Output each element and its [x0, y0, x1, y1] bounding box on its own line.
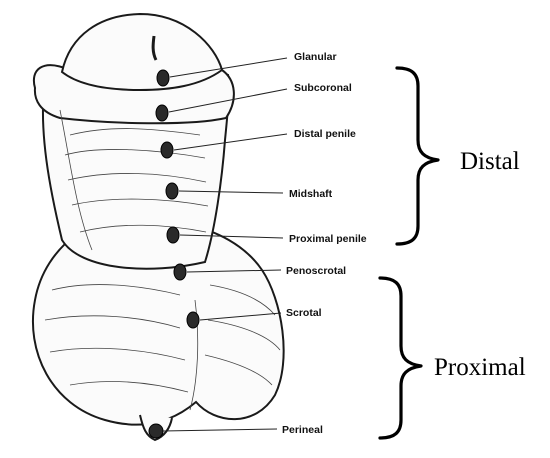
label-perineal: Perineal — [282, 424, 323, 436]
label-glanular: Glanular — [294, 51, 337, 63]
meatus-marker-subcoronal — [156, 105, 168, 121]
label-midshaft: Midshaft — [289, 188, 333, 200]
meatus-marker-proximal-penile — [167, 227, 179, 243]
label-proximal-penile: Proximal penile — [289, 233, 367, 245]
proximal-group-label: Proximal — [434, 354, 526, 381]
glans-outline — [62, 14, 222, 90]
meatus-marker-scrotal — [187, 312, 199, 328]
meatus-marker-glanular — [157, 70, 169, 86]
label-subcoronal: Subcoronal — [294, 82, 352, 94]
label-distal-penile: Distal penile — [294, 128, 356, 140]
label-penoscrotal: Penoscrotal — [286, 265, 346, 277]
meatus-marker-penoscrotal — [174, 264, 186, 280]
label-scrotal: Scrotal — [286, 307, 322, 319]
distal-brace-group: Distal — [397, 68, 520, 244]
proximal-brace — [380, 278, 421, 438]
meatus-marker-distal-penile — [161, 142, 173, 158]
proximal-brace-group: Proximal — [380, 278, 526, 438]
distal-brace — [397, 68, 438, 244]
meatus-marker-midshaft — [166, 183, 178, 199]
distal-group-label: Distal — [460, 148, 520, 175]
leader-line — [163, 429, 277, 431]
meatus-marker-perineal — [149, 424, 163, 438]
location-labels: Glanular Subcoronal Distal penile Midsha… — [282, 51, 367, 436]
